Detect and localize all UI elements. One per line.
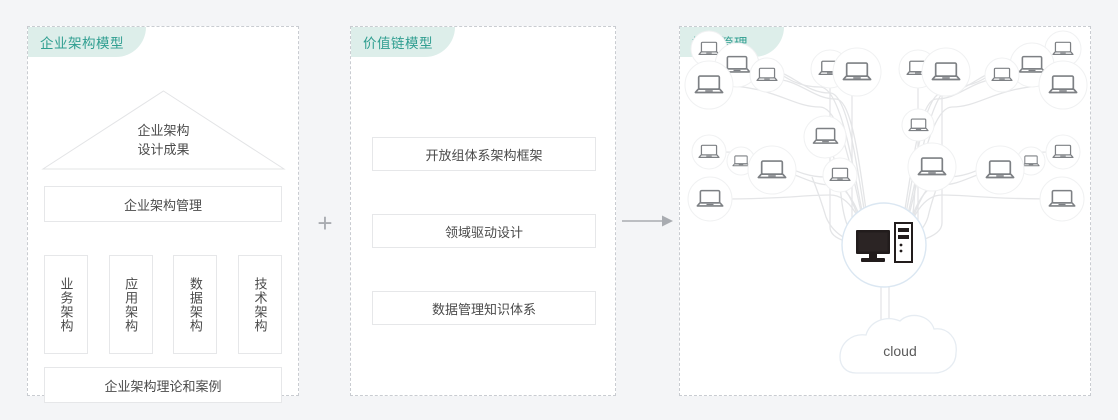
enterprise-architecture-body: 企业架构 设计成果 企业架构管理 业务架构 应用架构 数据架构 技术架构 企业架… bbox=[28, 27, 298, 403]
box-enterprise-architecture-theory-and-cases[interactable]: 企业架构理论和案例 bbox=[44, 367, 282, 403]
node-laptop-left-4[interactable] bbox=[684, 60, 734, 110]
node-laptop-left-8[interactable] bbox=[687, 176, 733, 222]
panel-title-enterprise-architecture-model: 企业架构模型 bbox=[28, 27, 146, 57]
node-laptop-right-4[interactable] bbox=[1038, 60, 1088, 110]
center-hub[interactable] bbox=[841, 202, 927, 288]
node-laptop-right-5[interactable] bbox=[1045, 134, 1081, 170]
network-topology-diagram bbox=[684, 30, 1088, 374]
plus-icon: + bbox=[317, 208, 333, 238]
triangle-label: 企业架构 设计成果 bbox=[41, 121, 286, 159]
cloud-shape bbox=[839, 314, 957, 374]
triangle-label-line-2: 设计成果 bbox=[137, 142, 190, 157]
node-laptop-right-8[interactable] bbox=[1039, 176, 1085, 222]
pillar-application-architecture[interactable]: 应用架构 bbox=[108, 255, 153, 354]
network-links bbox=[711, 49, 1061, 339]
node-laptop-top-2[interactable] bbox=[832, 47, 882, 97]
box-enterprise-architecture-management[interactable]: 企业架构管理 bbox=[44, 186, 282, 222]
cloud-label: cloud bbox=[883, 343, 917, 359]
node-laptop-left-5[interactable] bbox=[691, 134, 727, 170]
node-laptop-top-4[interactable] bbox=[822, 157, 858, 193]
node-laptop-right-3[interactable] bbox=[984, 57, 1020, 93]
node-laptop-left-7[interactable] bbox=[747, 145, 797, 195]
node-laptop-top-7[interactable] bbox=[901, 108, 935, 142]
desktop-computer-icon bbox=[856, 222, 913, 263]
node-laptop-top-8[interactable] bbox=[907, 142, 957, 192]
node-laptop-left-3[interactable] bbox=[749, 57, 785, 93]
pillar-technology-architecture[interactable]: 技术架构 bbox=[237, 255, 282, 354]
triangle-shape bbox=[41, 90, 286, 170]
panel-model-management: 模型管理 bbox=[679, 26, 1091, 396]
box-togaf-framework[interactable]: 开放组体系架构框架 bbox=[372, 137, 596, 171]
panel-title-value-chain-model: 价值链模型 bbox=[351, 27, 455, 57]
panel-enterprise-architecture-model: 企业架构模型 企业架构 设计成果 企业架构管理 业务架构 应用架构 数据架构 技… bbox=[27, 26, 299, 403]
architecture-triangle: 企业架构 设计成果 bbox=[41, 89, 286, 171]
box-dmbok[interactable]: 数据管理知识体系 bbox=[372, 291, 596, 325]
network-nodes bbox=[684, 30, 1088, 222]
node-laptop-top-6[interactable] bbox=[921, 47, 971, 97]
pillar-data-architecture[interactable]: 数据架构 bbox=[173, 255, 218, 354]
triangle-label-line-1: 企业架构 bbox=[137, 123, 190, 138]
panel-value-chain-model: 价值链模型 开放组体系架构框架 领域驱动设计 数据管理知识体系 bbox=[350, 26, 616, 396]
node-laptop-right-7[interactable] bbox=[975, 145, 1025, 195]
right-arrow-icon bbox=[622, 209, 674, 233]
pillar-business-architecture[interactable]: 业务架构 bbox=[44, 255, 88, 354]
architecture-pillar-row: 业务架构 应用架构 数据架构 技术架构 bbox=[44, 255, 282, 354]
right-arrow-glyph bbox=[622, 215, 673, 227]
box-domain-driven-design[interactable]: 领域驱动设计 bbox=[372, 214, 596, 248]
node-laptop-top-3[interactable] bbox=[803, 115, 847, 159]
